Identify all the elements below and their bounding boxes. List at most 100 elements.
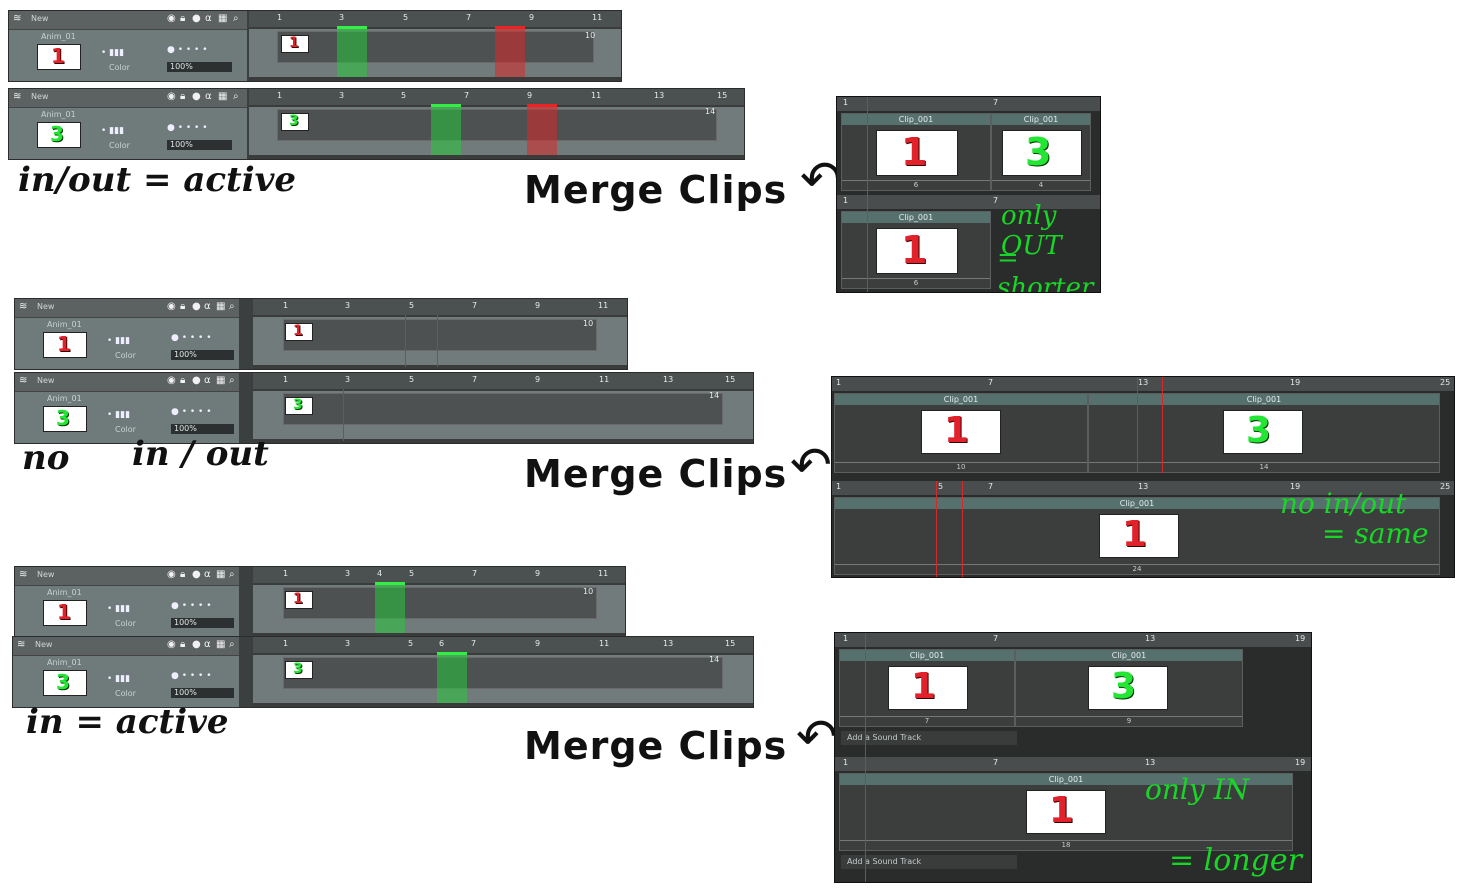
track-row3-a: ≋ New ◉ 🔒︎ ● α ▦ ⌕ Anim_01 1 • ▮▮▮ Color… <box>14 566 626 638</box>
clip-name: Clip_001 <box>1016 650 1242 661</box>
dot-slider[interactable]: ● • • • • <box>171 407 212 417</box>
track-row2-a: ≋ New ◉ 🔒︎ ● α ▦ ⌕ Anim_01 1 • ▮▮▮ Color… <box>14 298 628 370</box>
out-marker[interactable] <box>527 104 557 107</box>
timeline: 1 3 4 5 7 9 11 1 10 <box>253 567 625 637</box>
light-bulb-icon[interactable]: ● <box>192 375 201 386</box>
add-sound-track-field[interactable]: Add a Sound Track <box>841 855 1017 869</box>
visibility-eye-icon[interactable]: ◉ <box>167 569 176 580</box>
timeline-ruler: 1 3 5 6 7 9 11 13 15 <box>253 637 753 653</box>
frame-controls[interactable]: • ▮▮▮ <box>107 604 131 614</box>
tick: 1 <box>277 13 283 22</box>
clip-1[interactable]: Clip_001 1 6 <box>841 113 991 191</box>
lock-icon[interactable]: 🔒︎ <box>180 569 186 580</box>
out-marker-zone <box>495 27 525 77</box>
search-icon[interactable]: ⌕ <box>229 375 235 386</box>
clip-name: Clip_001 <box>840 650 1014 661</box>
opacity-field[interactable]: 100% <box>167 62 232 72</box>
grid-icon[interactable]: ▦ <box>216 375 226 386</box>
opacity-field[interactable]: 100% <box>171 688 234 698</box>
clip-2[interactable]: Clip_001 3 4 <box>991 113 1091 191</box>
in-marker[interactable] <box>337 26 367 29</box>
visibility-eye-icon[interactable]: ◉ <box>167 301 176 312</box>
search-icon[interactable]: ⌕ <box>229 569 235 580</box>
digit-three: 3 <box>1246 410 1272 451</box>
dot-slider[interactable]: ● • • • • <box>171 333 212 343</box>
ruler: 1 7 <box>837 97 1100 111</box>
layer-name: New <box>31 14 49 23</box>
in-marker[interactable] <box>375 582 405 585</box>
clip-bar[interactable] <box>283 657 723 689</box>
light-bulb-icon[interactable]: ● <box>192 13 201 24</box>
alpha-icon[interactable]: α <box>205 91 212 102</box>
clip-bar[interactable] <box>283 393 723 425</box>
visibility-eye-icon[interactable]: ◉ <box>167 91 176 102</box>
note-3b: = longer ! <box>1169 843 1302 882</box>
lock-icon[interactable]: 🔒︎ <box>180 639 186 650</box>
grid-icon[interactable]: ▦ <box>216 639 226 650</box>
alpha-icon[interactable]: α <box>204 375 211 386</box>
light-bulb-icon[interactable]: ● <box>192 301 201 312</box>
opacity-field[interactable]: 100% <box>171 618 234 628</box>
clip-bar[interactable] <box>283 319 597 351</box>
clip-bar[interactable] <box>277 31 594 63</box>
dot-slider[interactable]: ● • • • • <box>171 671 212 681</box>
dot-slider[interactable]: ● • • • • <box>171 601 212 611</box>
dot-slider[interactable]: ● • • • • <box>167 123 208 133</box>
opacity-field[interactable]: 100% <box>171 350 234 360</box>
in-marker[interactable] <box>437 652 467 655</box>
clip-2[interactable]: Clip_001 3 9 <box>1015 649 1243 727</box>
tick: 9 <box>535 639 541 648</box>
frame-controls[interactable]: • ▮▮▮ <box>101 48 125 58</box>
light-bulb-icon[interactable]: ● <box>192 569 201 580</box>
merged-clip[interactable]: Clip_001 1 6 <box>841 211 991 289</box>
digit-one: 1 <box>1049 790 1075 831</box>
visibility-eye-icon[interactable]: ◉ <box>167 13 176 24</box>
tick: 1 <box>843 758 849 767</box>
alpha-icon[interactable]: α <box>204 639 211 650</box>
search-icon[interactable]: ⌕ <box>233 91 239 102</box>
frame-controls[interactable]: • ▮▮▮ <box>107 410 131 420</box>
search-icon[interactable]: ⌕ <box>229 301 235 312</box>
tick: 3 <box>345 375 351 384</box>
grid-icon[interactable]: ▦ <box>216 301 226 312</box>
lock-icon[interactable]: 🔒︎ <box>180 301 186 312</box>
search-icon[interactable]: ⌕ <box>229 639 235 650</box>
out-marker[interactable] <box>495 26 525 29</box>
lock-icon[interactable]: 🔒︎ <box>180 91 186 102</box>
color-label: Color <box>115 425 136 434</box>
grid-icon[interactable]: ▦ <box>218 91 228 102</box>
add-sound-track-field[interactable]: Add a Sound Track <box>841 731 1017 745</box>
clip-bar[interactable] <box>277 109 717 141</box>
lock-icon[interactable]: 🔒︎ <box>180 375 186 386</box>
search-icon[interactable]: ⌕ <box>233 13 239 24</box>
visibility-eye-icon[interactable]: ◉ <box>167 639 176 650</box>
clip-bar[interactable] <box>283 587 597 619</box>
merged-clip[interactable]: Clip_001 1 24 <box>834 497 1440 575</box>
clip-length: 6 <box>842 278 990 287</box>
layer-header: ≋ New ◉ 🔒︎ ● α ▦ ⌕ <box>15 567 239 586</box>
alpha-icon[interactable]: α <box>205 13 212 24</box>
frame-controls[interactable]: • ▮▮▮ <box>107 674 131 684</box>
clip-length: 18 <box>840 840 1292 849</box>
clip-2[interactable]: Clip_001 3 14 <box>1088 393 1440 473</box>
clip-1[interactable]: Clip_001 1 10 <box>834 393 1088 473</box>
clip-1[interactable]: Clip_001 1 7 <box>839 649 1015 727</box>
merged-clip[interactable]: Clip_001 1 18 <box>839 773 1293 851</box>
light-bulb-icon[interactable]: ● <box>192 91 201 102</box>
alpha-icon[interactable]: α <box>204 569 211 580</box>
grid-icon[interactable]: ▦ <box>218 13 228 24</box>
light-bulb-icon[interactable]: ● <box>192 639 201 650</box>
alpha-icon[interactable]: α <box>204 301 211 312</box>
tick: 11 <box>598 301 609 310</box>
visibility-eye-icon[interactable]: ◉ <box>167 375 176 386</box>
in-marker[interactable] <box>431 104 461 107</box>
marker-line <box>936 481 937 577</box>
frame-controls[interactable]: • ▮▮▮ <box>107 336 131 346</box>
tick: 7 <box>993 634 999 643</box>
lock-icon[interactable]: 🔒︎ <box>180 13 186 24</box>
grid-icon[interactable]: ▦ <box>216 569 226 580</box>
opacity-field[interactable]: 100% <box>167 140 232 150</box>
dot-slider[interactable]: ● • • • • <box>167 45 208 55</box>
frame-controls[interactable]: • ▮▮▮ <box>101 126 125 136</box>
opacity-field[interactable]: 100% <box>171 424 234 434</box>
